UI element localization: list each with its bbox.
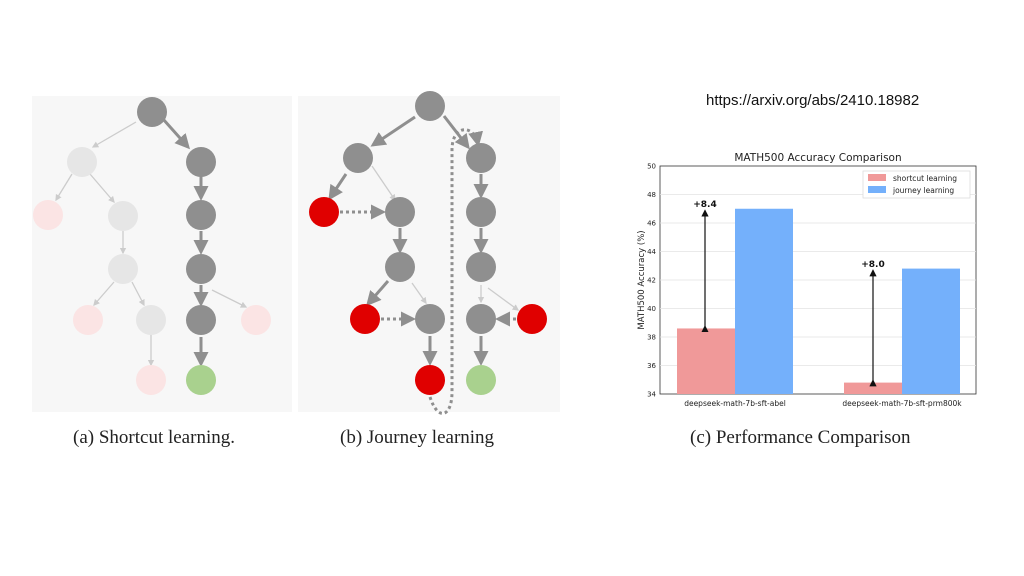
legend-label: shortcut learning xyxy=(893,174,957,183)
bar-shortcut xyxy=(677,328,735,394)
tree-node xyxy=(108,254,138,284)
tree-node xyxy=(137,97,167,127)
tree-node xyxy=(466,365,496,395)
bar-journey xyxy=(902,268,960,394)
tree-node xyxy=(343,143,373,173)
tree-node xyxy=(466,304,496,334)
y-tick-label: 36 xyxy=(647,362,656,370)
legend: shortcut learning journey learning xyxy=(862,170,971,199)
annotation-label: +8.0 xyxy=(861,260,884,270)
chart: 34 36 38 40 42 44 46 48 50 MATH500 Accuracy Comp… xyxy=(637,152,977,408)
y-tick-label: 38 xyxy=(647,334,656,342)
source-url[interactable]: https://arxiv.org/abs/2410.18982 xyxy=(706,92,920,109)
tree-node xyxy=(108,201,138,231)
tree-node xyxy=(415,365,445,395)
chart-title: MATH500 Accuracy Comparison xyxy=(734,152,901,164)
tree-node xyxy=(186,254,216,284)
journey-tree xyxy=(309,91,547,415)
tree-node xyxy=(186,365,216,395)
y-tick-label: 44 xyxy=(647,248,656,256)
x-tick-label: deepseek-math-7b-sft-abel xyxy=(684,399,786,408)
tree-node xyxy=(309,197,339,227)
tree-node xyxy=(33,200,63,230)
tree-node xyxy=(350,304,380,334)
legend-swatch-shortcut xyxy=(868,174,886,181)
tree-node xyxy=(186,305,216,335)
y-tick-label: 34 xyxy=(647,391,656,399)
legend-label: journey learning xyxy=(892,186,954,195)
tree-node xyxy=(517,304,547,334)
caption-c: (c) Performance Comparison xyxy=(690,427,911,448)
bar-shortcut xyxy=(844,382,902,394)
tree-node xyxy=(136,305,166,335)
tree-node xyxy=(466,143,496,173)
caption-a: (a) Shortcut learning. xyxy=(73,427,235,448)
tree-node xyxy=(241,305,271,335)
legend-swatch-journey xyxy=(868,186,886,193)
annotation-label: +8.4 xyxy=(693,200,716,210)
tree-node xyxy=(415,304,445,334)
tree-node xyxy=(466,252,496,282)
tree-node xyxy=(136,365,166,395)
y-axis-label: MATH500 Accuracy (%) xyxy=(637,230,647,329)
y-tick-label: 50 xyxy=(647,163,656,171)
bar-journey xyxy=(735,208,793,394)
tree-node xyxy=(466,197,496,227)
y-tick-label: 48 xyxy=(647,191,656,199)
y-tick-label: 46 xyxy=(647,220,656,228)
y-tick-label: 40 xyxy=(647,305,656,313)
tree-node xyxy=(186,200,216,230)
tree-node xyxy=(385,252,415,282)
tree-node xyxy=(67,147,97,177)
y-tick-label: 42 xyxy=(647,277,656,285)
tree-node xyxy=(73,305,103,335)
tree-node xyxy=(415,91,445,121)
caption-b: (b) Journey learning xyxy=(340,427,495,448)
shortcut-tree xyxy=(33,97,271,395)
tree-node xyxy=(385,197,415,227)
tree-node xyxy=(186,147,216,177)
x-tick-label: deepseek-math-7b-sft-prm800k xyxy=(842,399,962,408)
